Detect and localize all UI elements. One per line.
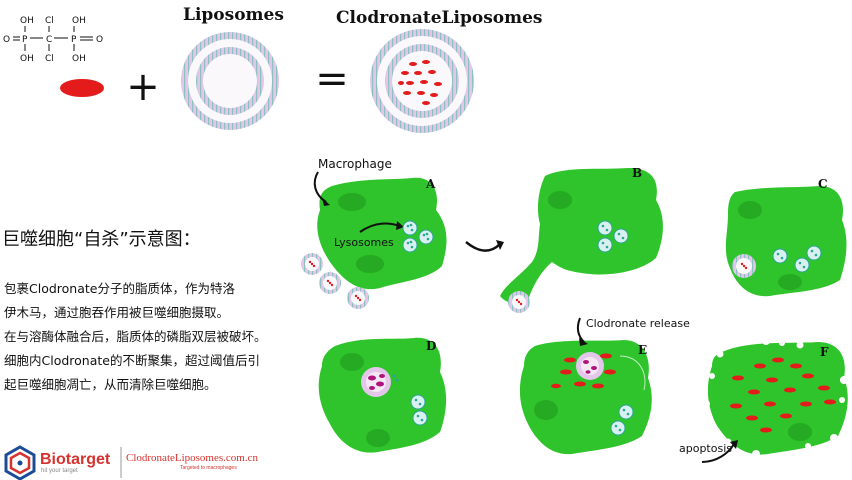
atom-o-right: O [96, 35, 103, 45]
extracellular-liposomes [301, 253, 369, 309]
liposome-empty [181, 32, 279, 130]
description-line-3: 在与溶酶体融合后，脂质体的磷脂双层被破坏。 [4, 329, 267, 344]
panel-label-d: D [426, 339, 436, 353]
brand-site: ClodronateLiposomes.com.cn [126, 452, 258, 464]
atom-c: C [46, 35, 52, 45]
atom-oh-br: OH [72, 54, 86, 64]
plus-sign: + [126, 64, 160, 110]
panel-a [301, 171, 447, 309]
panel-label-c: C [818, 177, 828, 191]
description-line-2: 伊木马，通过胞吞作用被巨噬细胞摄取。 [4, 305, 230, 320]
description-line-5: 起巨噬细胞凋亡，从而清除巨噬细胞。 [4, 377, 217, 392]
equals-sign: = [315, 56, 349, 102]
clodronate-release-label: Clodronate release [586, 317, 690, 330]
panel-label-e: E [638, 343, 647, 357]
clodronate-liposomes-title: ClodronateLiposomes [336, 8, 543, 28]
apoptosis-label: apoptosis [679, 442, 732, 455]
atom-oh-tl: OH [20, 16, 34, 26]
clodronate-drug-shape [60, 79, 104, 97]
atom-cl-bottom: Cl [45, 54, 54, 64]
atom-p-right: P [71, 35, 77, 45]
liposomes-title: Liposomes [183, 5, 284, 25]
panel-label-f: F [820, 345, 829, 359]
description-line-1: 包裹Clodronate分子的脂质体，作为特洛 [4, 281, 235, 296]
liposome-clodronate [370, 29, 474, 133]
clodronate-molecule: OH Cl OH O P C P O OH Cl OH [3, 16, 103, 64]
atom-p-left: P [22, 35, 28, 45]
panel-label-a: A [425, 177, 436, 191]
panel-e [519, 317, 652, 455]
biotarget-logo-icon [4, 445, 36, 480]
atom-oh-bl: OH [20, 54, 34, 64]
macrophage-label: Macrophage [318, 157, 392, 171]
diagram-main-title: 巨噬细胞“自杀”示意图： [2, 229, 201, 250]
brand-name: Biotarget [40, 451, 111, 468]
panel-b [500, 168, 663, 313]
atom-oh-tr: OH [72, 16, 86, 26]
brand-site-tagline: Targeted to macrophages [180, 465, 237, 471]
description-line-4: 细胞内Clodronate的不断聚集，超过阈值后引 [4, 353, 260, 368]
panel-label-b: B [632, 166, 642, 180]
panel-d [318, 337, 447, 453]
lysosomes-label: Lysosomes [334, 236, 394, 249]
panel-c [725, 186, 847, 297]
atom-cl-top: Cl [45, 16, 54, 26]
arrow-a-to-b [465, 241, 501, 252]
brand-tagline: hit your target [41, 468, 78, 474]
panel-f [701, 337, 848, 463]
atom-o-left: O [3, 35, 10, 45]
